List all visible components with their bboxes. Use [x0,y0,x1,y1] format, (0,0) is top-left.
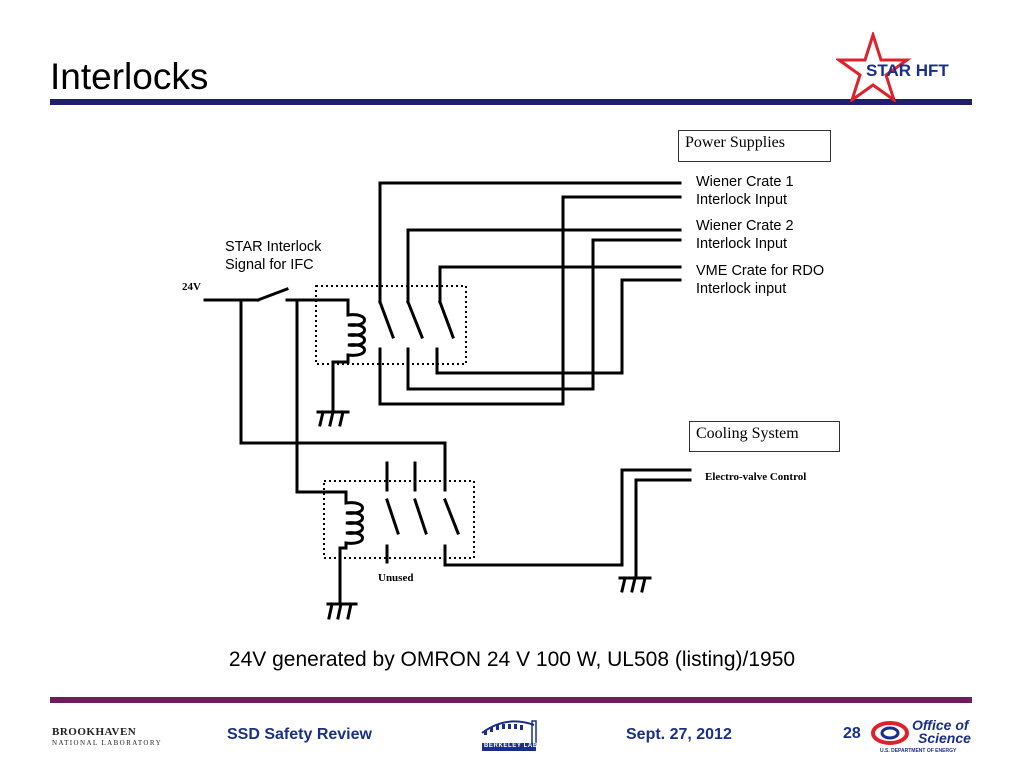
doe-text: U.S. DEPARTMENT OF ENERGY [880,748,957,754]
brookhaven-name: BROOKHAVEN [52,726,137,738]
footer-date: Sept. 27, 2012 [626,726,732,743]
slide-title: Interlocks [50,56,209,97]
berkeley-building-icon [481,720,537,751]
title-rule [50,99,972,105]
footer-rule [50,697,972,703]
science-text: Science [918,730,971,746]
unused-label: Unused [378,572,414,584]
star-hft-logo: STAR HFT [834,30,976,104]
star-icon [834,30,912,104]
office-of-science-logo: Office of Science U.S. DEPARTMENT OF ENE… [870,717,974,757]
brookhaven-logo: BROOKHAVEN NATIONAL LABORATORY [52,726,162,747]
voltage-label: 24V [182,281,201,293]
berkeley-lab-logo: BERKELEY LAB [478,711,546,757]
power-supplies-box: Power Supplies [678,130,831,162]
upper-relay-enclosure [315,285,467,365]
upper-relay-coil [314,298,366,414]
footer-review-title: SSD Safety Review [227,726,372,743]
slide-caption: 24V generated by OMRON 24 V 100 W, UL508… [228,648,796,671]
brookhaven-subtitle: NATIONAL LABORATORY [52,739,163,747]
doe-swirl-icon [871,721,909,745]
page-number: 28 [843,725,861,742]
berkeley-lab-text: BERKELEY LAB [484,743,538,749]
lower-relay-enclosure [323,480,475,559]
lower-relay-coil [328,490,364,606]
office-of-text: Office of [912,717,969,733]
cooling-system-box: Cooling System [689,421,840,452]
electro-valve-label: Electro-valve Control [705,471,807,483]
star-hft-text: STAR HFT [866,61,949,80]
upper-ground-tick-1 [318,410,325,427]
star-interlock-switch [256,287,289,302]
